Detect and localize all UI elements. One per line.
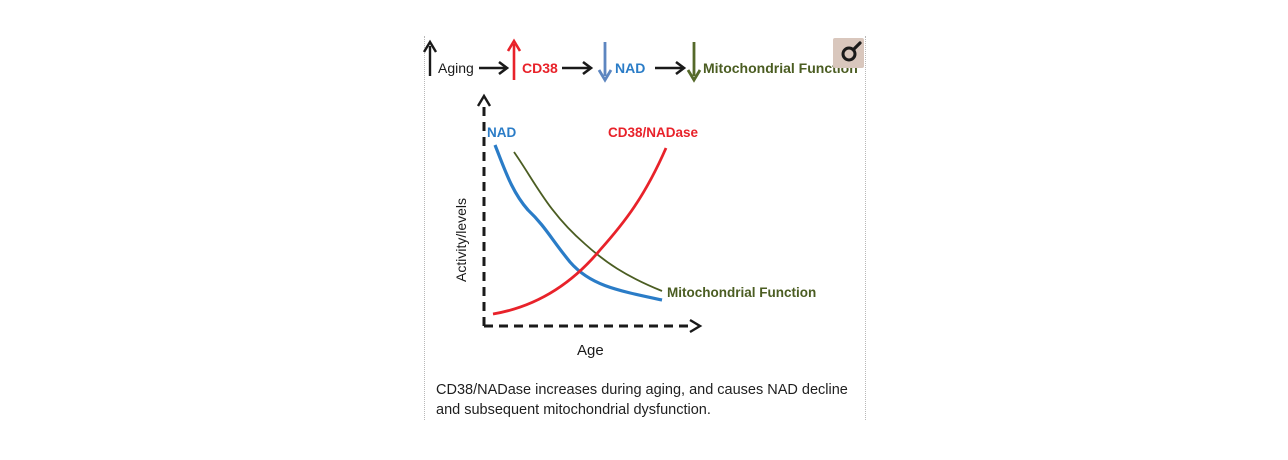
mito-curve [513, 151, 663, 292]
y-axis-label: Activity/levels [453, 198, 469, 282]
flow-arrow-2-icon [562, 60, 594, 76]
flow-arrow-1-icon [479, 60, 510, 76]
y-axis [476, 93, 492, 326]
caption-line-2: and subsequent mitochondrial dysfunction… [436, 402, 711, 418]
cd38-curve [492, 147, 668, 316]
x-axis [484, 318, 703, 334]
figure-panel [424, 36, 866, 420]
flow-arrow-3-icon [655, 60, 687, 76]
flow-nad: NAD [615, 60, 645, 76]
nad-curve-label: NAD [487, 125, 516, 140]
cd38-up-arrow-icon [506, 38, 522, 80]
x-axis-label: Age [577, 342, 604, 359]
aging-up-arrow-icon [422, 39, 438, 76]
mito-curve-label: Mitochondrial Function [667, 285, 816, 300]
caption-line-1: CD38/NADase increases during aging, and … [436, 382, 848, 398]
flow-cd38: CD38 [522, 60, 558, 76]
nad-curve [493, 144, 663, 302]
magnifier-icon [841, 41, 862, 62]
nad-down-arrow-icon [597, 42, 613, 83]
figure-caption: CD38/NADase increases during aging, and … [436, 380, 860, 420]
flow-aging: Aging [438, 60, 474, 76]
mito-down-arrow-icon [686, 42, 702, 83]
zoom-button[interactable] [833, 38, 864, 68]
flow-mitochondrial-function: Mitochondrial Function [703, 60, 858, 76]
cd38-curve-label: CD38/NADase [608, 125, 699, 140]
